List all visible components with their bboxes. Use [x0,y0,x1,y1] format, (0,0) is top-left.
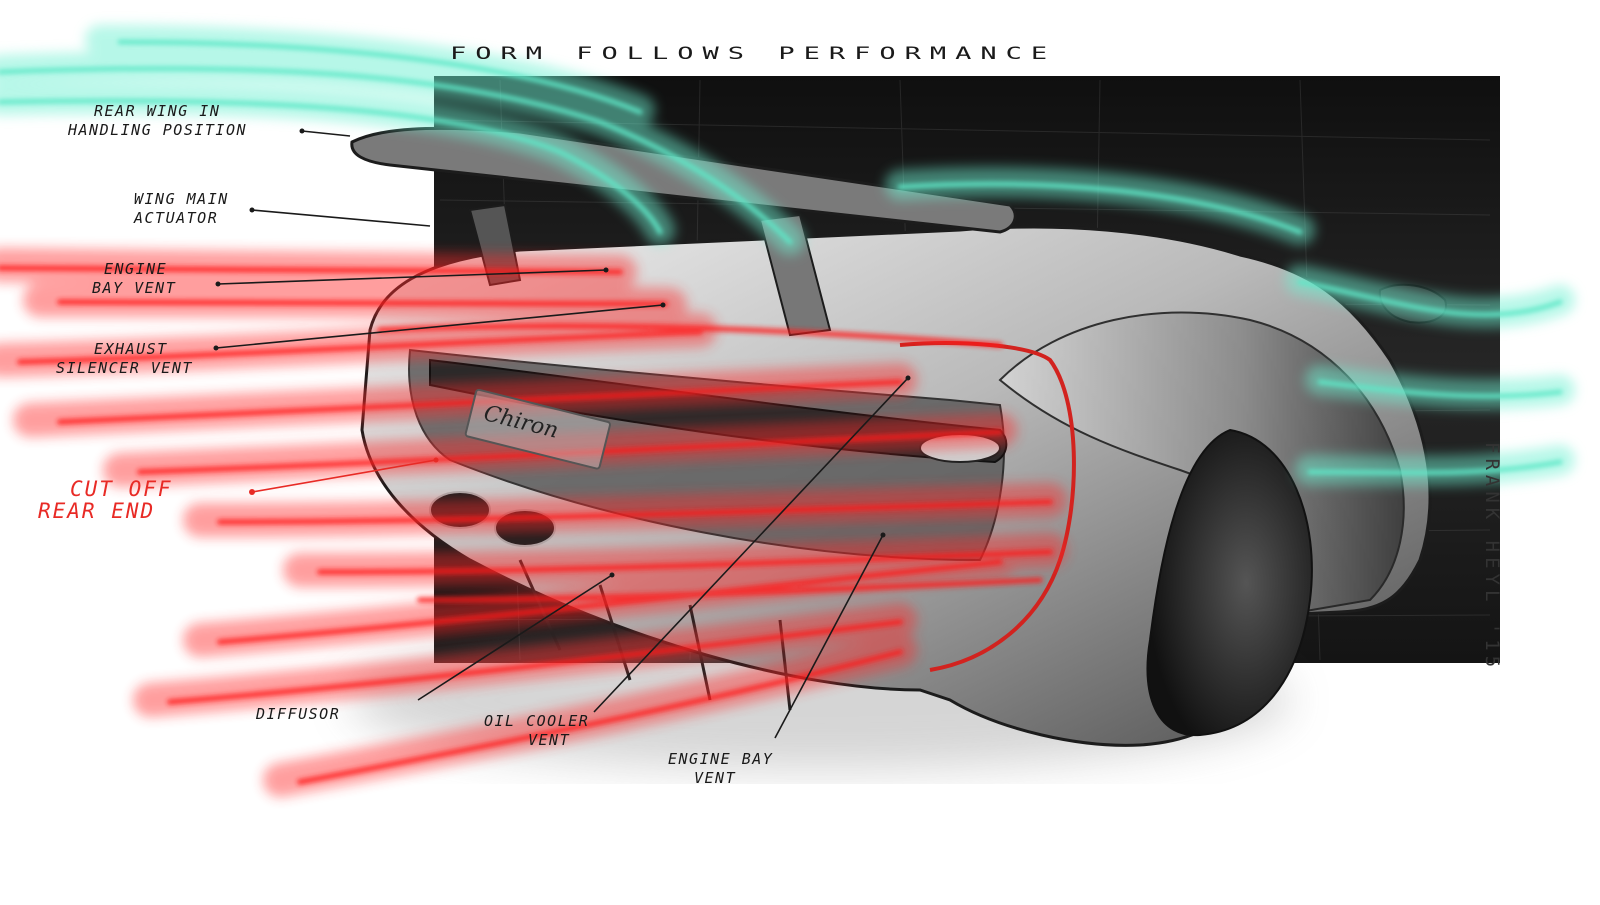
callout-diffusor: DIFFUSOR [256,705,341,723]
callout-wing-actuator: WING MAIN ACTUATOR [134,190,229,227]
leader-cut-off-rear-end [251,459,437,493]
callout-engine-bay-vent-bottom: ENGINE BAY VENT [668,750,774,787]
callout-rear-wing: REAR WING IN HANDLING POSITION [68,102,248,139]
callout-oil-cooler-vent: OIL COOLER VENT [484,712,590,749]
leader-oil-cooler-vent [593,377,909,713]
leader-diffusor [417,574,613,701]
leader-engine-bay-vent-bottom [774,534,884,739]
callout-cut-off-rear-end: CUT OFF REAR END [38,477,173,523]
cool-flow-streaks [0,25,1575,486]
callout-leader-lines [215,130,909,739]
leader-exhaust-vent [215,304,664,349]
sketch-title: FORM FOLLOWS PERFORMANCE [450,44,1057,64]
callout-engine-bay-vent-top: ENGINE BAY VENT [92,260,177,297]
heat-flow-streaks [0,248,1067,797]
leader-rear-wing [301,130,351,137]
chiron-badge-text: Chiron [481,401,561,444]
callout-exhaust-vent: EXHAUST SILENCER VENT [56,340,193,377]
callout-dots [213,128,911,578]
leader-engine-bay-vent-top [217,269,607,285]
artist-signature: FRANK HEYL '15 [1481,442,1503,673]
leader-wing-actuator [251,209,431,227]
